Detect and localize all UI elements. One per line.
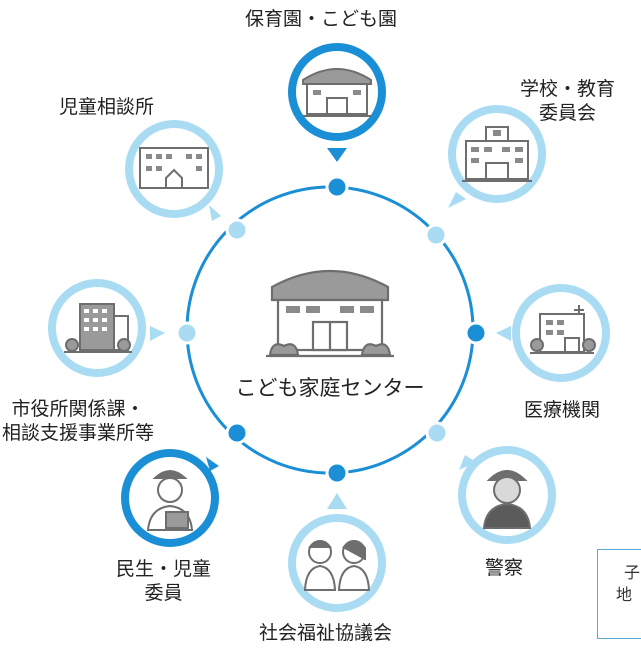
label-medical: 医療機関 [524,399,601,421]
dot-medical [464,321,488,345]
note-line1: 子 [624,563,641,582]
welfare-commissioner-icon [146,470,194,531]
label-city-hall-line1: 市役所関係課・ [11,398,145,420]
node-school-bubble [448,105,546,208]
police-officer-icon [482,470,532,529]
node-cityhall-bubble [48,279,165,377]
label-city-hall-line2: 相談支援事業所等 [2,422,155,444]
nursery-building-icon [302,68,372,117]
note-line2: 地 [616,585,633,604]
dot-police [425,421,449,445]
dot-social [325,461,349,485]
child-guidance-center-icon [139,147,209,189]
center-label: こども家庭センター [235,376,425,400]
family-center-building-icon [266,269,394,358]
label-commissioner-line2: 委員 [144,582,183,604]
dot-cityhall [175,321,199,345]
label-commissioner: 民生・児童 委員 [116,557,211,605]
label-school-line2: 委員会 [539,102,597,124]
hospital-building-icon [530,305,596,354]
dot-nursery [325,175,349,199]
dot-guidance [225,218,249,242]
dot-school [424,223,448,247]
node-guidance-bubble [125,120,223,221]
node-police-bubble [458,446,556,544]
two-staff-icon [303,540,371,591]
dot-commissioner [225,421,249,445]
label-commissioner-line1: 民生・児童 [116,558,212,580]
ring-dots [175,175,488,485]
label-child-guidance: 児童相談所 [59,96,155,118]
note-box: 子 地 [597,549,641,639]
node-social-bubble [288,493,386,612]
label-school-line1: 学校・教育 [520,78,616,100]
node-medical-bubble [496,284,610,382]
city-office-building-icon [64,303,132,353]
label-police: 警察 [485,557,524,579]
label-school: 学校・教育 委員会 [520,77,615,125]
node-nursery-bubble [288,43,386,162]
label-social-welfare: 社会福祉協議会 [259,622,393,644]
label-nursery: 保育園・こども園 [245,8,398,30]
node-commissioner-bubble [121,449,219,547]
label-city-hall: 市役所関係課・ 相談支援事業所等 [2,397,154,445]
school-building-icon [462,126,532,182]
